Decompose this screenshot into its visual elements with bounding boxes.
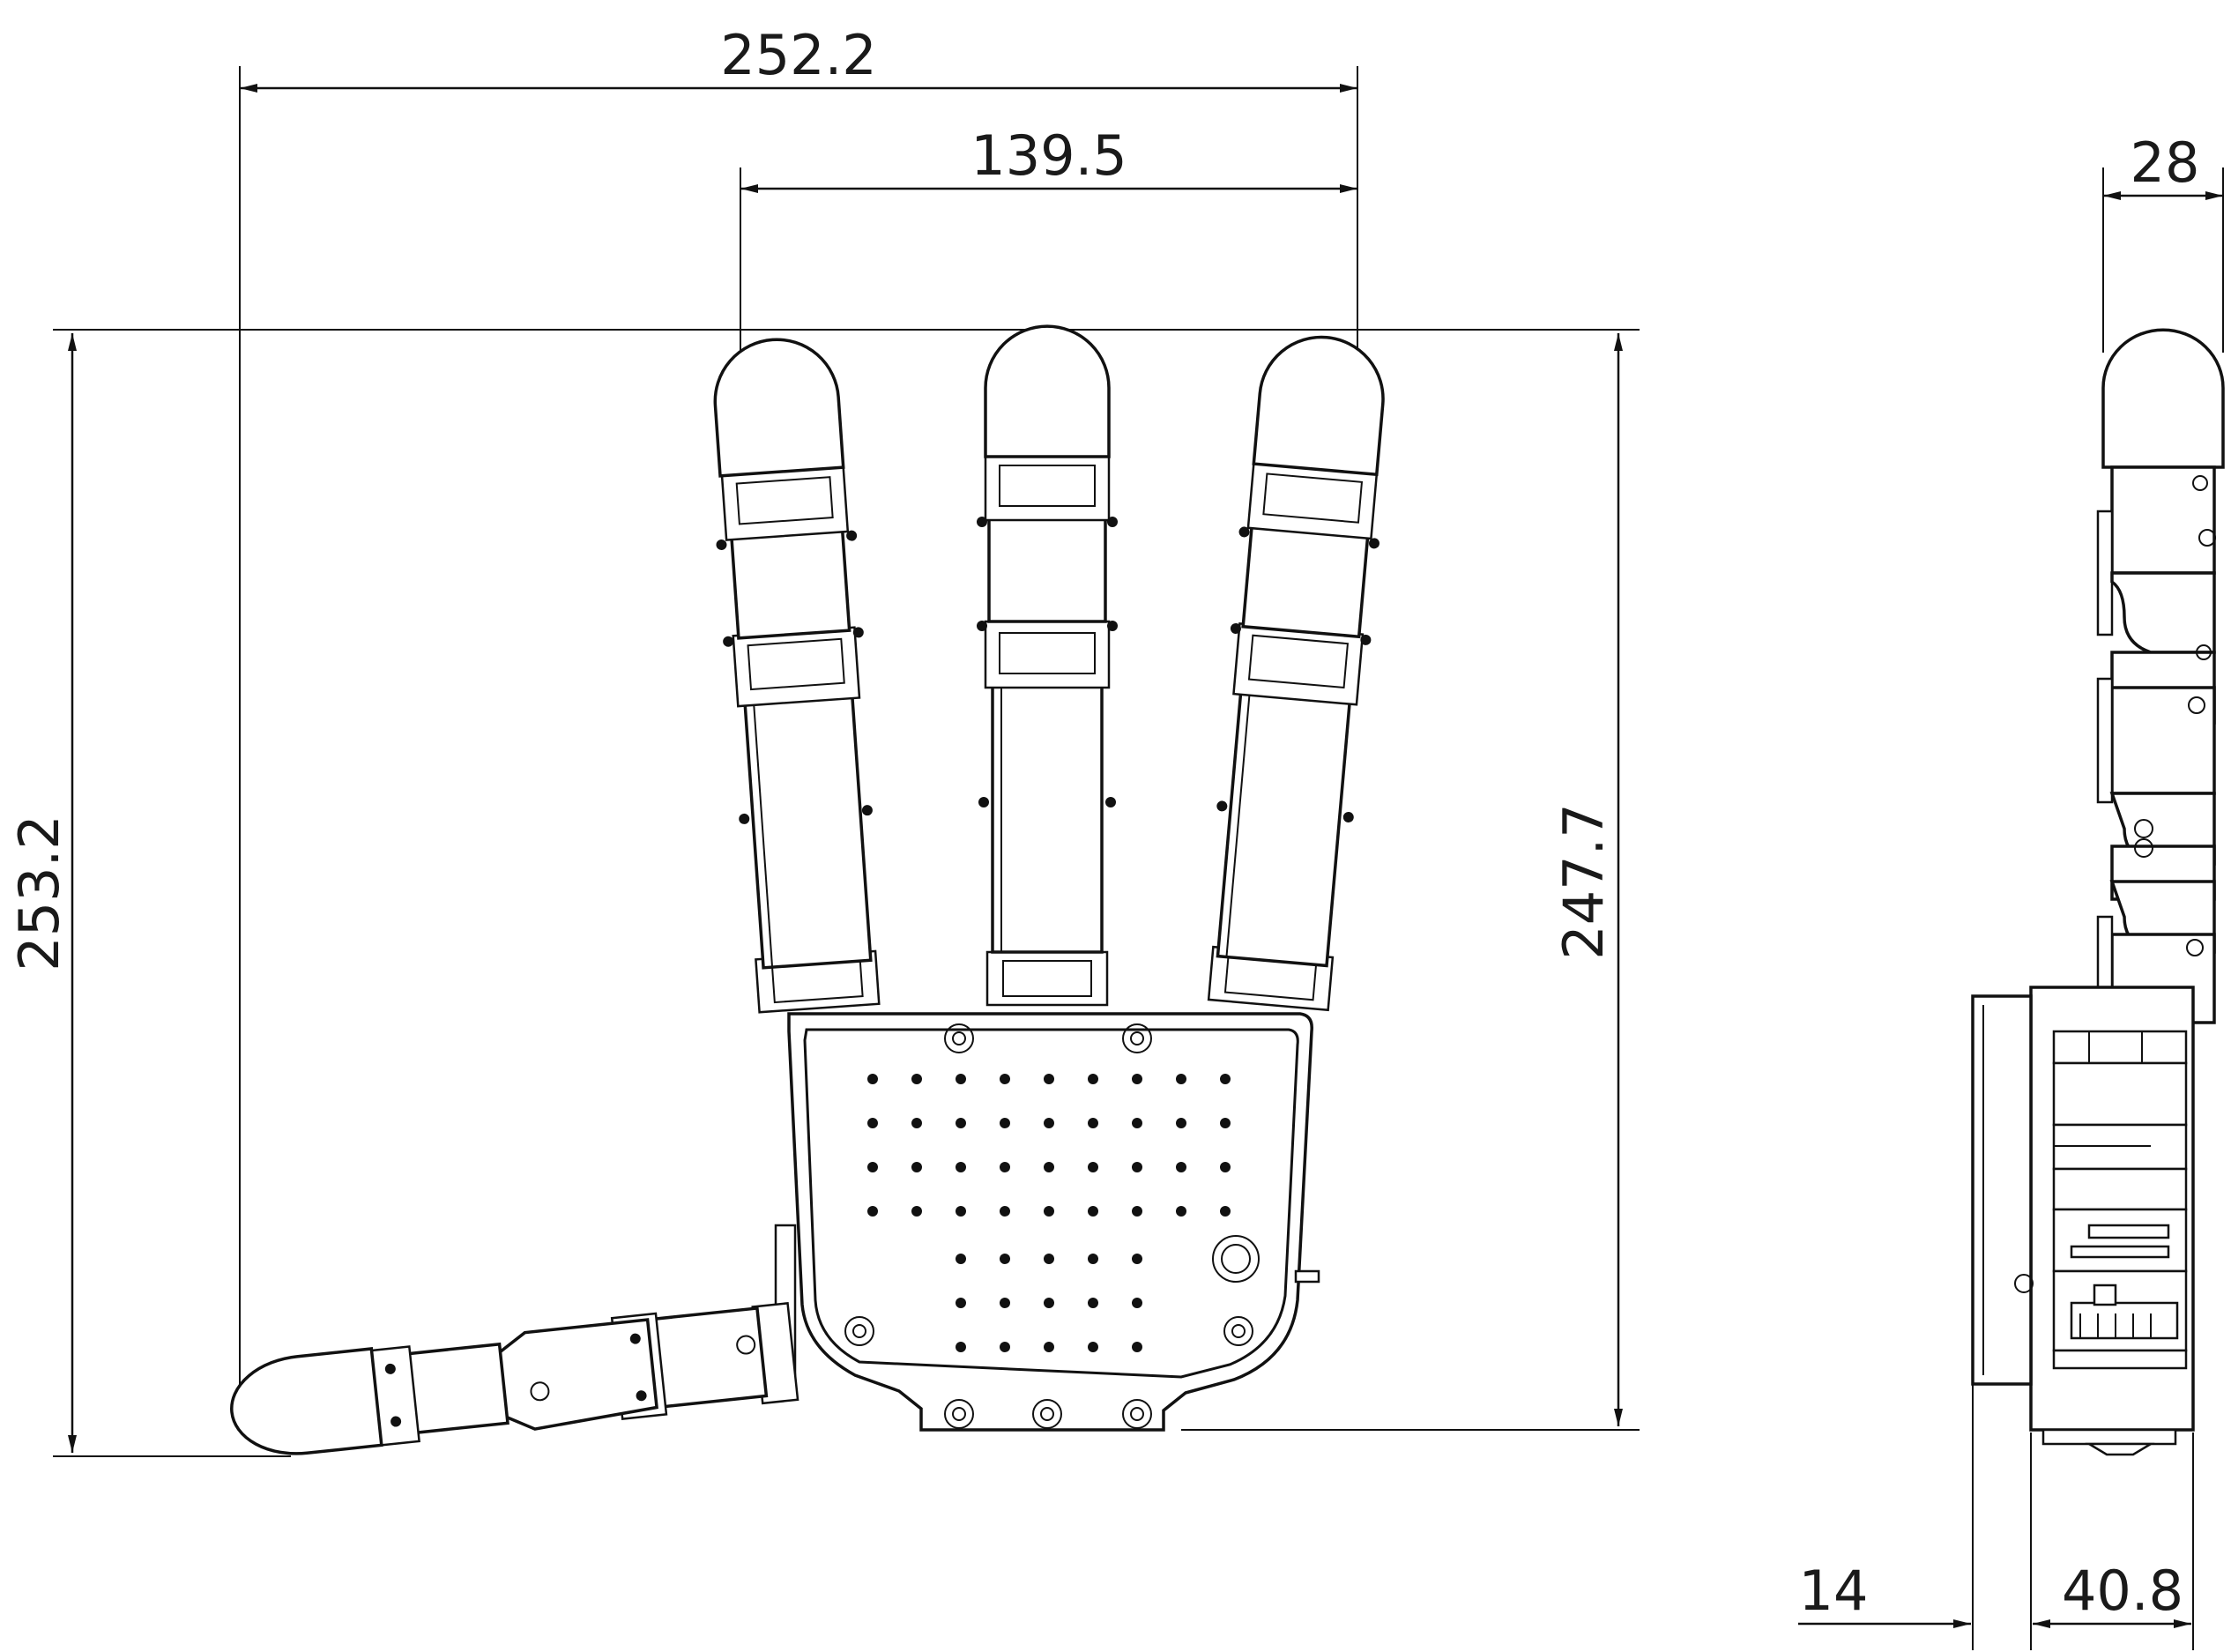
thumb xyxy=(230,1301,799,1455)
palm-hole xyxy=(1132,1298,1142,1308)
palm-hole xyxy=(911,1206,922,1217)
finger-index xyxy=(713,338,881,1014)
palm-hole xyxy=(1088,1162,1098,1172)
palm-hole xyxy=(867,1206,878,1217)
palm-hole xyxy=(1088,1074,1098,1084)
palm-hole xyxy=(1000,1074,1010,1084)
palm-hole xyxy=(1132,1206,1142,1217)
palm-hole xyxy=(1000,1206,1010,1217)
front-view-dimensions: 252.2 139.5 253.2 247.7 xyxy=(7,23,1640,1457)
palm-hole xyxy=(1132,1162,1142,1172)
palm-hole xyxy=(1000,1254,1010,1264)
palm-hole xyxy=(1044,1254,1054,1264)
palm-hole xyxy=(1220,1074,1231,1084)
palm-hole xyxy=(1044,1206,1054,1217)
finger-ring xyxy=(1207,335,1385,1012)
palm-hole xyxy=(911,1074,922,1084)
palm-hole xyxy=(1220,1118,1231,1128)
palm-hole xyxy=(1220,1162,1231,1172)
palm-hole xyxy=(1132,1254,1142,1264)
palm-hole xyxy=(1044,1298,1054,1308)
palm-hole xyxy=(1176,1074,1186,1084)
palm xyxy=(774,1012,1320,1432)
palm-hole xyxy=(1132,1074,1142,1084)
palm-hole xyxy=(1176,1206,1186,1217)
side-view-dimensions: 28 14 40.8 xyxy=(1798,130,2224,1650)
palm-hole xyxy=(1044,1118,1054,1128)
dim-finger-height: 247.7 xyxy=(1551,803,1616,960)
palm-hole xyxy=(956,1118,966,1128)
palm-hole xyxy=(956,1206,966,1217)
finger-middle xyxy=(977,324,1118,1007)
palm-hole xyxy=(1132,1342,1142,1352)
dim-side-offset: 14 xyxy=(1799,1559,1869,1623)
palm-hole xyxy=(1000,1162,1010,1172)
palm-hole xyxy=(956,1074,966,1084)
palm-hole xyxy=(1000,1298,1010,1308)
palm-hole xyxy=(956,1342,966,1352)
palm-hole xyxy=(867,1074,878,1084)
palm-hole xyxy=(1176,1162,1186,1172)
hand-side-view xyxy=(1971,328,2225,1456)
dim-side-depth: 40.8 xyxy=(2062,1559,2183,1623)
palm-hole xyxy=(1088,1342,1098,1352)
palm-hole xyxy=(1132,1118,1142,1128)
palm-hole xyxy=(1000,1118,1010,1128)
palm-hole xyxy=(956,1254,966,1264)
dim-overall-width: 252.2 xyxy=(720,23,877,87)
palm-hole xyxy=(956,1298,966,1308)
dim-overall-height: 253.2 xyxy=(7,815,71,971)
palm-hole xyxy=(1044,1342,1054,1352)
dim-finger-span: 139.5 xyxy=(970,123,1127,188)
palm-hole xyxy=(1044,1074,1054,1084)
palm-hole xyxy=(867,1118,878,1128)
palm-hole xyxy=(956,1162,966,1172)
dim-side-thickness: 28 xyxy=(2131,130,2200,195)
palm-hole xyxy=(867,1162,878,1172)
palm-hole xyxy=(1176,1118,1186,1128)
palm-hole xyxy=(1088,1206,1098,1217)
hand-front-view xyxy=(230,324,1385,1455)
palm-hole xyxy=(911,1162,922,1172)
palm-hole xyxy=(1220,1206,1231,1217)
palm-hole xyxy=(1000,1342,1010,1352)
palm-hole xyxy=(1044,1162,1054,1172)
palm-dot-grid xyxy=(867,1074,1231,1352)
palm-hole xyxy=(1088,1298,1098,1308)
palm-hole xyxy=(1088,1118,1098,1128)
palm-hole xyxy=(1088,1254,1098,1264)
palm-hole xyxy=(911,1118,922,1128)
